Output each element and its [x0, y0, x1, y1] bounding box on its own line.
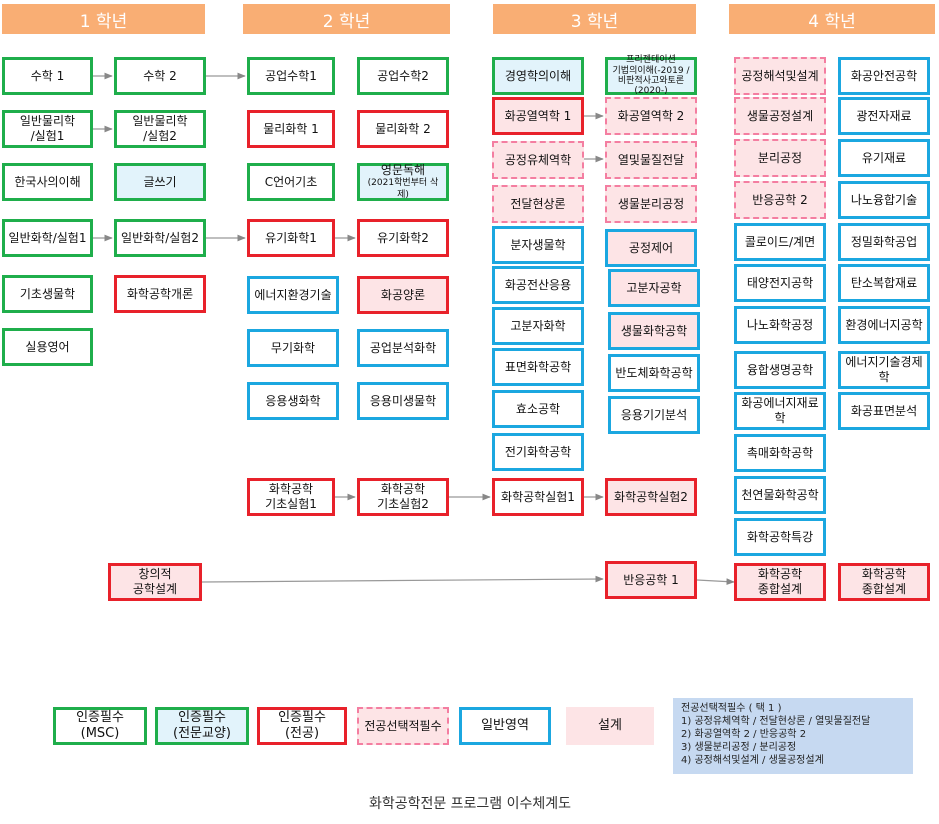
course-industrial-analysis: 공업분석화학 [357, 329, 449, 367]
header-year1: 1 학년 [2, 4, 205, 34]
course-optoelectronic-materials: 광전자재료 [838, 97, 930, 135]
course-eng-math2: 공업수학2 [357, 57, 449, 95]
course-applied-biochem: 응용생화학 [247, 382, 339, 420]
course-bio-process-design: 생물공정설계 [734, 97, 826, 135]
course-organic-chem1: 유기화학1 [247, 219, 335, 257]
course-separation-process: 분리공정 [734, 139, 826, 177]
course-solar-cell-eng: 태양전지공학 [734, 264, 826, 302]
course-writing: 글쓰기 [114, 163, 206, 201]
course-phys-chem2: 물리화학 2 [357, 110, 449, 148]
course-computer-applications: 화공전산응용 [492, 266, 584, 304]
legend-elective: 전공선택적필수 [357, 707, 449, 745]
course-colloid-interface: 콜로이드/계면 [734, 223, 826, 261]
course-korean-history: 한국사의이해 [2, 163, 93, 201]
course-natural-products-eng: 천연물화학공학 [734, 476, 826, 514]
header-year2: 2 학년 [243, 4, 450, 34]
course-reaction-eng2: 반응공학 2 [734, 181, 826, 219]
course-organic-chem2: 유기화학2 [357, 219, 449, 257]
english-reading-note: (2021학번부터 삭제) [367, 178, 439, 200]
arrow-design-reaction1 [201, 575, 604, 583]
course-inorganic-chem: 무기화학 [247, 329, 339, 367]
course-practical-english: 실용영어 [2, 328, 93, 366]
course-chem-eng-intro: 화학공학개론 [114, 275, 206, 313]
elective-note: 전공선택적필수 ( 택 1 ) 1) 공정유체역학 / 전달현상론 / 열및물질… [673, 698, 913, 774]
course-chem-energy-materials: 화공에너지재료학 [734, 392, 826, 430]
course-math1: 수학 1 [2, 57, 93, 95]
legend-major: 인증필수 (전공) [257, 707, 347, 745]
course-heat-mass-transfer: 열및물질전달 [605, 141, 697, 179]
course-chem-eng-quantities: 화공양론 [357, 276, 449, 314]
course-organic-materials: 유기재료 [838, 139, 930, 177]
course-math2: 수학 2 [114, 57, 206, 95]
english-reading-title: 영문독해 [380, 163, 426, 178]
course-transport-phenomena: 전달현상론 [492, 185, 584, 223]
course-chem-lab2: 일반화학/실험2 [114, 219, 206, 257]
course-nano-fusion-tech: 나노융합기술 [838, 181, 930, 219]
course-special-topics: 화학공학특강 [734, 518, 826, 556]
course-business-understanding: 경영학의이해 [492, 57, 584, 95]
legend-general: 일반영역 [459, 707, 551, 745]
course-fusion-life-eng: 융합생명공학 [734, 351, 826, 389]
diagram-caption: 화학공학전문 프로그램 이수체계도 [368, 796, 572, 812]
legend-msc: 인증필수 (MSC) [53, 707, 147, 745]
course-capstone-design1: 화학공학 종합설계 [734, 563, 826, 601]
course-capstone-design2: 화학공학 종합설계 [838, 563, 930, 601]
course-chem-eng-exp2: 화학공학실험2 [605, 478, 697, 516]
course-eng-math1: 공업수학1 [247, 57, 335, 95]
course-nano-chem-process: 나노화학공정 [734, 306, 826, 344]
course-chem-lab1: 일반화학/실험1 [2, 219, 93, 257]
course-process-analysis-design: 공정해석및설계 [734, 57, 826, 95]
elective-note-item: 3) 생물분리공정 / 분리공정 [681, 742, 797, 753]
course-env-energy-eng: 환경에너지공학 [838, 306, 930, 344]
course-enzyme-engineering: 효소공학 [492, 390, 584, 428]
elective-note-item: 1) 공정유체역학 / 전달현상론 / 열및물질전달 [681, 716, 871, 727]
course-bio-separation: 생물분리공정 [605, 185, 697, 223]
course-phys-chem1: 물리화학 1 [247, 110, 335, 148]
course-catalysis-eng: 촉매화학공학 [734, 434, 826, 472]
course-physics-lab1: 일반물리학 /실험1 [2, 110, 93, 148]
course-applied-microbiology: 응용미생물학 [357, 382, 449, 420]
course-chem-eng-exp1: 화학공학실험1 [492, 478, 584, 516]
course-reaction-eng1: 반응공학 1 [605, 561, 697, 599]
arrow-reaction1-capstone [696, 578, 735, 585]
header-year3: 3 학년 [493, 4, 696, 34]
course-thermo1: 화공열역학 1 [492, 97, 584, 135]
course-english-reading: 영문독해 (2021학번부터 삭제) [357, 163, 449, 201]
course-presentation: 프리젠테이션 기법의이해(-2019 / 비판적사고와토론(2020-) [605, 55, 697, 96]
course-semiconductor-chem-eng: 반도체화학공학 [608, 354, 700, 392]
legend-design: 설계 [566, 707, 654, 745]
course-molecular-biology: 분자생물학 [492, 226, 584, 264]
course-instrumental-analysis: 응용기기분석 [608, 396, 700, 434]
course-process-control: 공정제어 [605, 229, 697, 267]
course-c-language: C언어기초 [247, 163, 335, 201]
course-chem-eng-safety: 화공안전공학 [838, 57, 930, 95]
course-polymer-chemistry: 고분자화학 [492, 307, 584, 345]
course-basic-lab1: 화학공학 기초실험1 [247, 478, 335, 516]
course-energy-env-tech: 에너지환경기술 [247, 276, 339, 314]
course-electrochem-eng: 전기화학공학 [492, 433, 584, 471]
course-carbon-composite: 탄소복합재료 [838, 264, 930, 302]
course-fine-chem-industry: 정밀화학공업 [838, 223, 930, 261]
course-physics-lab2: 일반물리학 /실험2 [114, 110, 206, 148]
header-year4: 4 학년 [729, 4, 935, 34]
course-basic-lab2: 화학공학 기초실험2 [357, 478, 449, 516]
course-biochem-engineering: 생물화학공학 [608, 312, 700, 350]
course-basic-biology: 기초생물학 [2, 275, 93, 313]
course-energy-tech-economics: 에너지기술경제학 [838, 351, 930, 389]
course-surface-chem-eng: 표면화학공학 [492, 348, 584, 386]
course-creative-design: 창의적 공학설계 [108, 563, 202, 601]
elective-note-item: 4) 공정해석및설계 / 생물공정설계 [681, 755, 824, 766]
legend-liberal: 인증필수 (전문교양) [155, 707, 249, 745]
course-chem-surface-analysis: 화공표면분석 [838, 392, 930, 430]
course-polymer-engineering: 고분자공학 [608, 269, 700, 307]
elective-note-item: 2) 화공열역학 2 / 반응공학 2 [681, 729, 807, 740]
elective-note-title: 전공선택적필수 ( 택 1 ) [681, 703, 782, 714]
course-thermo2: 화공열역학 2 [605, 97, 697, 135]
course-process-fluid: 공정유체역학 [492, 141, 584, 179]
